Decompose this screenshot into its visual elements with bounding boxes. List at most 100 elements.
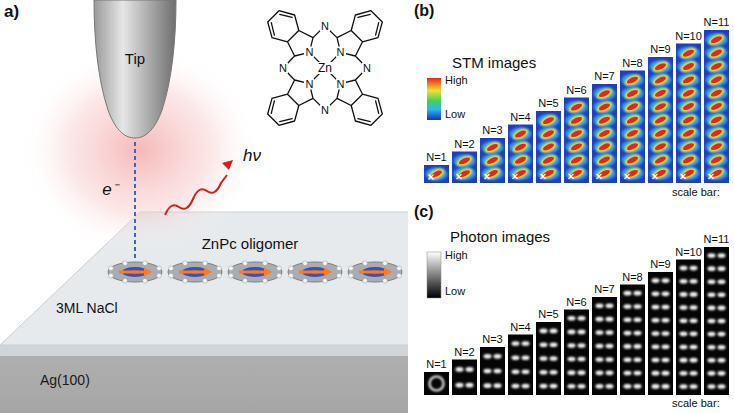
hydrogen-atom <box>109 273 114 278</box>
emission-lobe <box>550 356 558 361</box>
atom-label: N <box>304 47 314 58</box>
molecule-core <box>570 102 583 112</box>
molecule-core <box>654 102 667 112</box>
molecule-core <box>654 88 667 98</box>
stm-image <box>676 44 701 184</box>
molecule-lobe <box>595 139 614 154</box>
molecule-core <box>682 155 695 165</box>
emission-lobe <box>522 341 530 346</box>
stm-image <box>704 30 729 183</box>
emission-lobe <box>718 358 726 363</box>
emission-lobe <box>662 278 670 283</box>
molecule-core <box>542 129 555 139</box>
photon-image <box>452 360 477 396</box>
molecule-core <box>710 75 723 85</box>
molecule-core <box>542 142 555 152</box>
emission-lobe <box>662 344 670 349</box>
emission-lobe <box>540 384 548 389</box>
image-index: N=10 <box>675 246 702 259</box>
emission-lobe <box>718 332 726 337</box>
emission-lobe <box>634 304 642 309</box>
hydrogen-atom <box>183 261 188 266</box>
molecule-core <box>682 48 695 58</box>
emission-lobe <box>652 318 660 323</box>
photon-arrowhead <box>222 160 233 170</box>
molecule-lobe <box>623 166 642 181</box>
molecule-core <box>542 155 555 165</box>
emission-lobe <box>662 384 670 389</box>
substrate-label: Ag(100) <box>40 372 90 388</box>
emission-lobe <box>690 358 698 363</box>
hydrogen-atom <box>157 273 162 278</box>
emission-lobe <box>624 371 632 376</box>
dipole-arrowhead <box>324 268 332 277</box>
emission-lobe <box>680 318 688 323</box>
molecule-lobe <box>483 140 502 155</box>
emission-lobe <box>680 371 688 376</box>
stm-image <box>508 125 533 184</box>
molecule-lobe <box>707 32 726 47</box>
molecule-lobe <box>567 99 586 114</box>
hydrogen-atom <box>263 261 268 266</box>
dipole-arrow <box>359 271 385 274</box>
emission-lobe <box>680 266 688 271</box>
molecule-core <box>654 142 667 152</box>
hydrogen-atom <box>169 266 174 271</box>
emission-lobe <box>578 357 586 362</box>
photon-label: hν <box>243 146 261 166</box>
molecule-lobe <box>679 72 698 87</box>
emission-lobe <box>568 370 576 375</box>
image-index: N=3 <box>482 124 503 137</box>
molecule-core <box>598 115 611 125</box>
molecule-core <box>598 142 611 152</box>
emission-lobe <box>680 305 688 310</box>
molecule-lobe <box>651 152 670 167</box>
hydrogen-atom <box>277 273 282 278</box>
hydrogen-atom <box>303 261 308 266</box>
stm-image <box>480 138 505 183</box>
emission-lobe <box>550 384 558 389</box>
emission-lobe <box>466 367 474 372</box>
excitation-marker <box>597 174 602 179</box>
emission-lobe <box>606 330 614 335</box>
excitation-marker <box>653 174 658 179</box>
photon-image <box>704 247 729 395</box>
molecule-lobe <box>707 99 726 114</box>
hydrogen-atom <box>123 278 128 283</box>
oligomer-row <box>108 261 402 283</box>
hydrogen-atom <box>143 278 148 283</box>
emission-lobe <box>494 383 502 388</box>
emission-lobe <box>596 384 604 389</box>
excitation-marker <box>485 174 490 179</box>
hydrogen-atom <box>349 273 354 278</box>
emission-lobe <box>652 344 660 349</box>
emission-lobe <box>578 316 586 321</box>
molecule-core <box>682 142 695 152</box>
emission-lobe <box>718 293 726 298</box>
photon-wave <box>165 175 227 215</box>
emission-lobe <box>494 354 502 359</box>
excitation-marker <box>541 174 546 179</box>
hydrogen-atom <box>277 266 282 271</box>
image-index: N=8 <box>622 57 643 70</box>
emission-lobe <box>596 357 604 362</box>
molecule-core <box>570 115 583 125</box>
emission-lobe <box>662 371 670 376</box>
molecule-lobe <box>511 140 530 155</box>
molecule-core <box>598 155 611 165</box>
emission-lobe <box>512 341 520 346</box>
molecule-lobe <box>707 45 726 60</box>
emission-lobe <box>690 279 698 284</box>
photon-image <box>564 310 589 396</box>
emission-lobe <box>624 384 632 389</box>
photon-image <box>592 297 617 395</box>
emission-lobe <box>550 329 558 334</box>
hydrogen-atom <box>397 273 402 278</box>
atom-label: N <box>336 78 346 89</box>
hydrogen-atom <box>337 273 342 278</box>
atom-label: N <box>336 47 346 58</box>
hydrogen-atom <box>109 266 114 271</box>
molecule-core <box>710 115 723 125</box>
tip-shape <box>92 0 178 140</box>
molecule-core <box>682 88 695 98</box>
